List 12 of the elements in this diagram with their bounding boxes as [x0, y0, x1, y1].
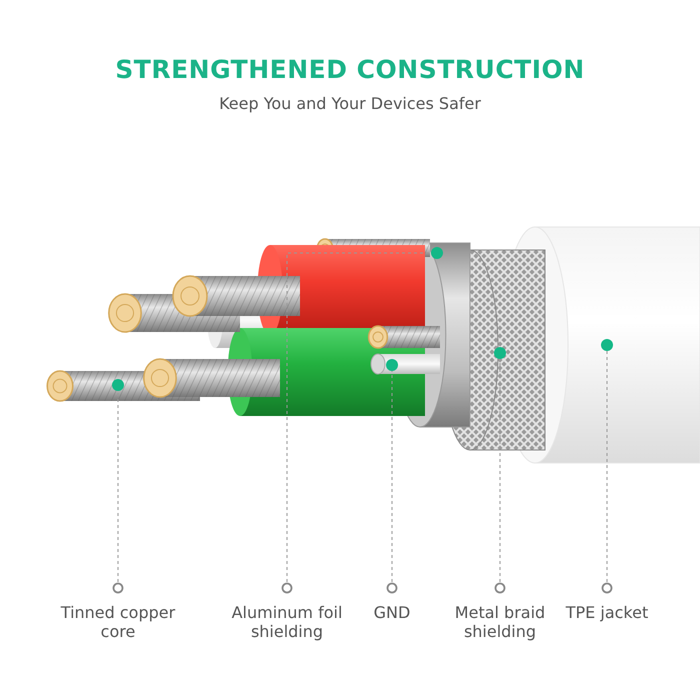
subtitle: Keep You and Your Devices Safer: [218, 94, 482, 113]
leader-line: [112, 379, 124, 594]
leader-line: [494, 347, 506, 594]
leader-line: [386, 359, 398, 594]
part-label: GND: [374, 603, 410, 622]
leader-line: [601, 339, 613, 594]
part-label: Metal braid shielding: [454, 603, 546, 641]
title: STRENGTHENED CONSTRUCTION: [114, 55, 586, 84]
part-label: Tinned copper core: [60, 603, 176, 641]
leader-line: [282, 247, 443, 594]
part-label: TPE jacket: [566, 603, 648, 622]
part-label: Aluminum foil shielding: [230, 603, 344, 641]
